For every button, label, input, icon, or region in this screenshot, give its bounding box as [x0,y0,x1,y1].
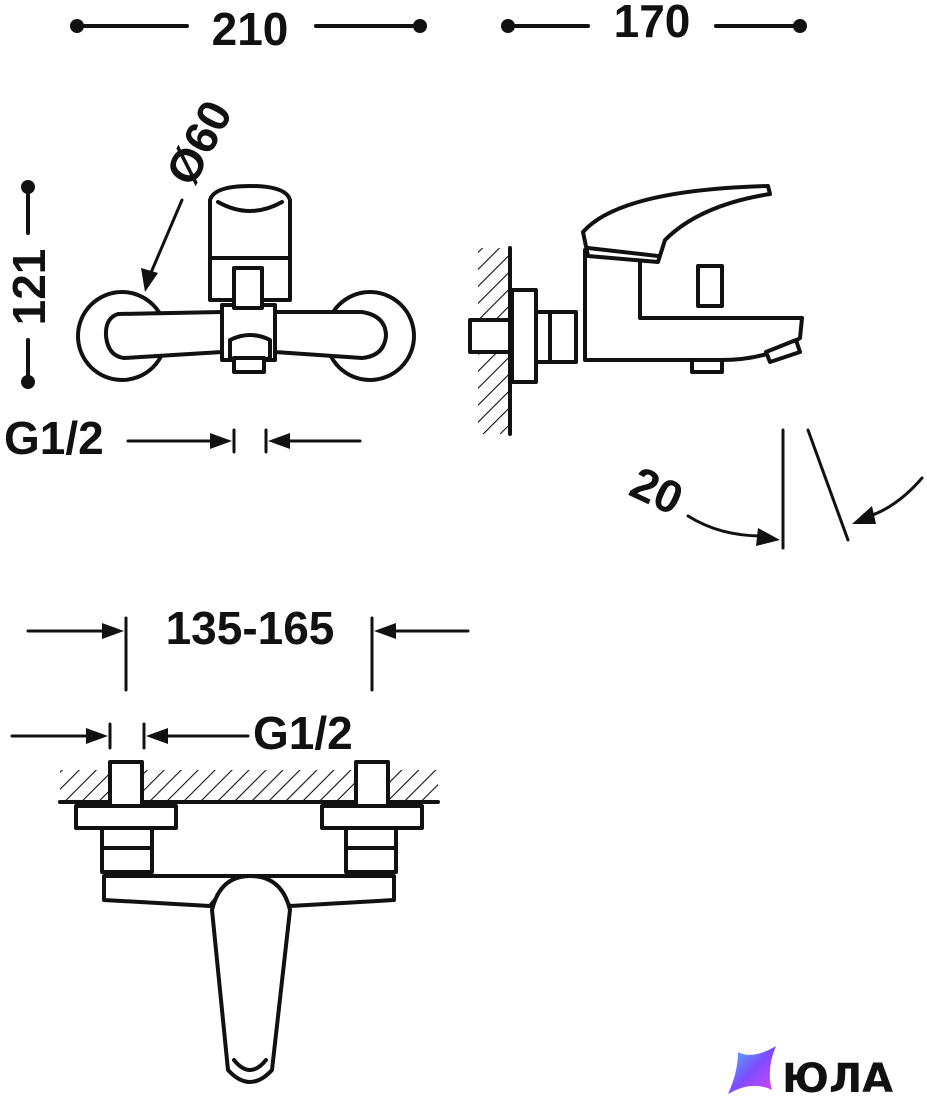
brand-logo: ЮЛА [728,1046,893,1100]
brand-name: ЮЛА [782,1056,893,1100]
dimension-dot [413,19,427,33]
lever-top [216,200,284,213]
dimension-thread-top: G1/2 [10,707,353,759]
dimension-121: 121 [3,180,55,389]
dimension-label-diameter: Ø60 [156,92,243,193]
dimension-label-thread-top: G1/2 [253,707,353,759]
top-handle [210,874,292,1084]
dimension-dot [793,19,807,33]
dimension-210: 210 [70,3,427,55]
logo-icon [728,1046,776,1094]
top-view [58,760,440,1084]
dimension-label-depth: 170 [614,0,691,47]
lever-body [208,184,292,302]
dimension-dot [21,375,35,389]
dimension-thread-front: G1/2 [4,412,362,464]
side-lever [581,184,772,264]
dimension-label-width: 210 [212,3,289,55]
side-nut [534,310,578,364]
top-right-rosette [320,804,424,830]
front-view [76,184,416,382]
dimension-label-thread-front: G1/2 [4,412,104,464]
right-arm [273,310,388,360]
side-view [468,184,804,436]
dimension-centers: 135-165 [26,602,470,692]
side-body [583,248,804,362]
dimension-angle: 20 [623,428,924,550]
wall-flange [510,288,538,384]
dimension-label-centers: 135-165 [166,602,335,654]
diverter-knob [232,266,264,310]
left-arm [103,310,224,360]
dimension-170: 170 [501,0,807,47]
top-left-rosette [74,804,178,830]
dimension-label-height: 121 [3,249,55,326]
side-diverter [696,264,724,308]
dimension-label-angle: 20 [623,456,691,525]
